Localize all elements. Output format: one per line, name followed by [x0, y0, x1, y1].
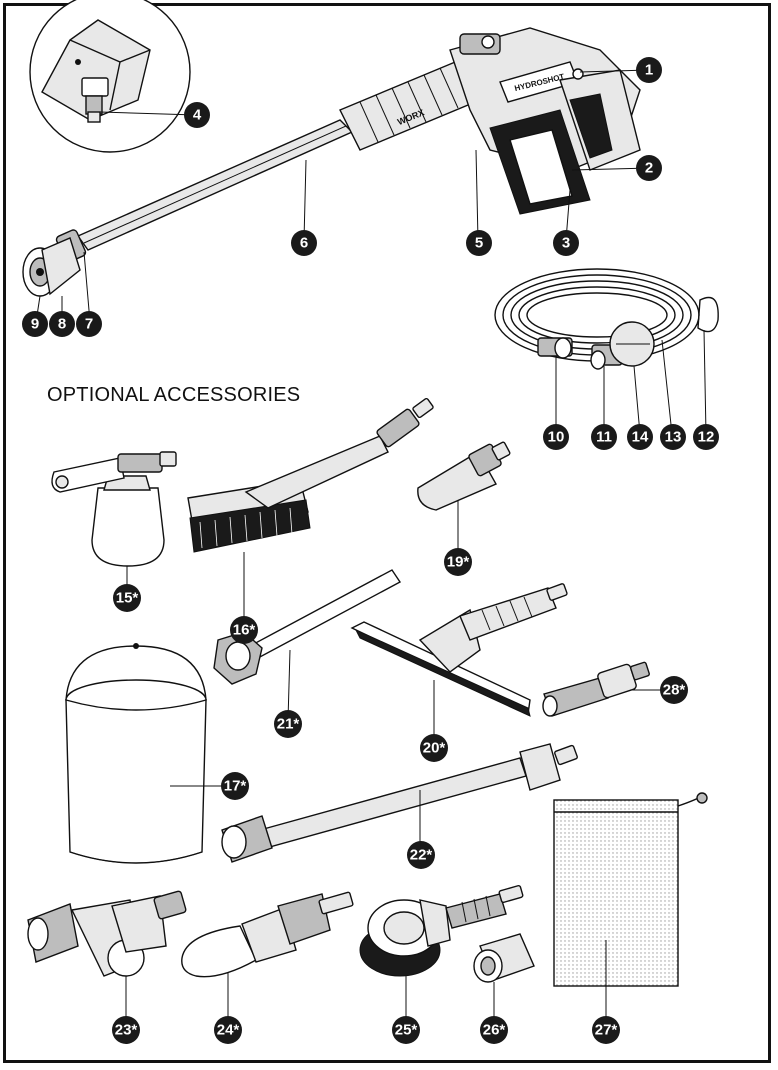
callout-badge-2: 2: [636, 155, 662, 181]
callout-badge-22: 22*: [407, 841, 435, 869]
turbo-nozzle-accessory: [417, 441, 511, 511]
rotary-nozzle-accessory: [181, 891, 354, 978]
callout-label-19: 19*: [447, 554, 470, 571]
squeegee-accessory: [350, 583, 568, 717]
callout-label-5: 5: [475, 235, 483, 252]
callout-label-3: 3: [562, 235, 570, 252]
callout-label-20: 20*: [423, 740, 446, 757]
callout-label-22: 22*: [410, 847, 433, 864]
wash-brush-accessory: [187, 397, 434, 553]
adaptor-accessory: [542, 661, 650, 717]
callout-label-16: 16*: [233, 622, 256, 639]
callout-label-10: 10: [548, 429, 565, 446]
callout-label-24: 24*: [217, 1022, 240, 1039]
callout-label-21: 21*: [277, 716, 300, 733]
callout-badge-26: 26*: [480, 1016, 508, 1044]
callout-badge-12: 12: [693, 424, 719, 450]
callout-label-28: 28*: [663, 682, 686, 699]
callout-badge-11: 11: [591, 424, 617, 450]
callout-badge-21: 21*: [274, 710, 302, 738]
callout-badge-16: 16*: [230, 616, 258, 644]
callout-badge-8: 8: [49, 311, 75, 337]
callout-label-11: 11: [596, 429, 612, 446]
callout-label-9: 9: [31, 316, 39, 333]
page-border: [3, 3, 771, 1063]
optional-accessories-heading: OPTIONAL ACCESSORIES: [47, 384, 301, 406]
callout-label-4: 4: [193, 107, 202, 124]
callout-label-17: 17*: [224, 778, 247, 795]
leader-lines: [35, 69, 707, 1028]
callout-badge-4: 4: [184, 102, 210, 128]
callout-label-2: 2: [645, 160, 653, 177]
callout-badge-1: 1: [636, 57, 662, 83]
callout-badge-15: 15*: [113, 584, 141, 612]
callout-badge-14: 14: [627, 424, 653, 450]
callout-label-6: 6: [300, 235, 308, 252]
rotary-brush-accessory: [359, 884, 524, 977]
callout-label-15: 15*: [116, 590, 139, 607]
callout-badge-27: 27*: [592, 1016, 620, 1044]
callout-badge-10: 10: [543, 424, 569, 450]
callout-label-14: 14: [632, 429, 649, 446]
callout-badge-17: 17*: [221, 772, 249, 800]
callout-badge-3: 3: [553, 230, 579, 256]
callout-badge-13: 13: [660, 424, 686, 450]
storage-bag-accessory: [553, 792, 708, 987]
callout-badge-9: 9: [22, 311, 48, 337]
quick-connector-accessory: [473, 933, 535, 983]
callout-badge-28: 28*: [660, 676, 688, 704]
callout-label-12: 12: [698, 429, 715, 446]
extension-lance-accessory: [213, 569, 402, 685]
callout-badge-19: 19*: [444, 548, 472, 576]
callout-label-26: 26*: [483, 1022, 506, 1039]
callout-badge-24: 24*: [214, 1016, 242, 1044]
detail-inset-circle: [29, 0, 191, 153]
callout-label-13: 13: [665, 429, 682, 446]
callout-badge-23: 23*: [112, 1016, 140, 1044]
callout-label-23: 23*: [115, 1022, 138, 1039]
callout-badge-6: 6: [291, 230, 317, 256]
callout-label-7: 7: [85, 316, 93, 333]
spray-gun-body: HYDROSHOT WORX: [22, 27, 641, 297]
callout-badge-20: 20*: [420, 734, 448, 762]
callout-label-25: 25*: [395, 1022, 418, 1039]
callout-badge-5: 5: [466, 230, 492, 256]
bucket-accessory: [65, 643, 207, 864]
long-lance-accessory: [221, 743, 578, 863]
callout-label-1: 1: [645, 62, 653, 79]
foam-cannon-accessory: [51, 451, 177, 567]
hose-coil: [494, 268, 719, 370]
callout-label-27: 27*: [595, 1022, 618, 1039]
angled-adaptor-accessory: [27, 890, 187, 977]
callout-badge-25: 25*: [392, 1016, 420, 1044]
callout-label-8: 8: [58, 316, 66, 333]
callout-badge-7: 7: [76, 311, 102, 337]
